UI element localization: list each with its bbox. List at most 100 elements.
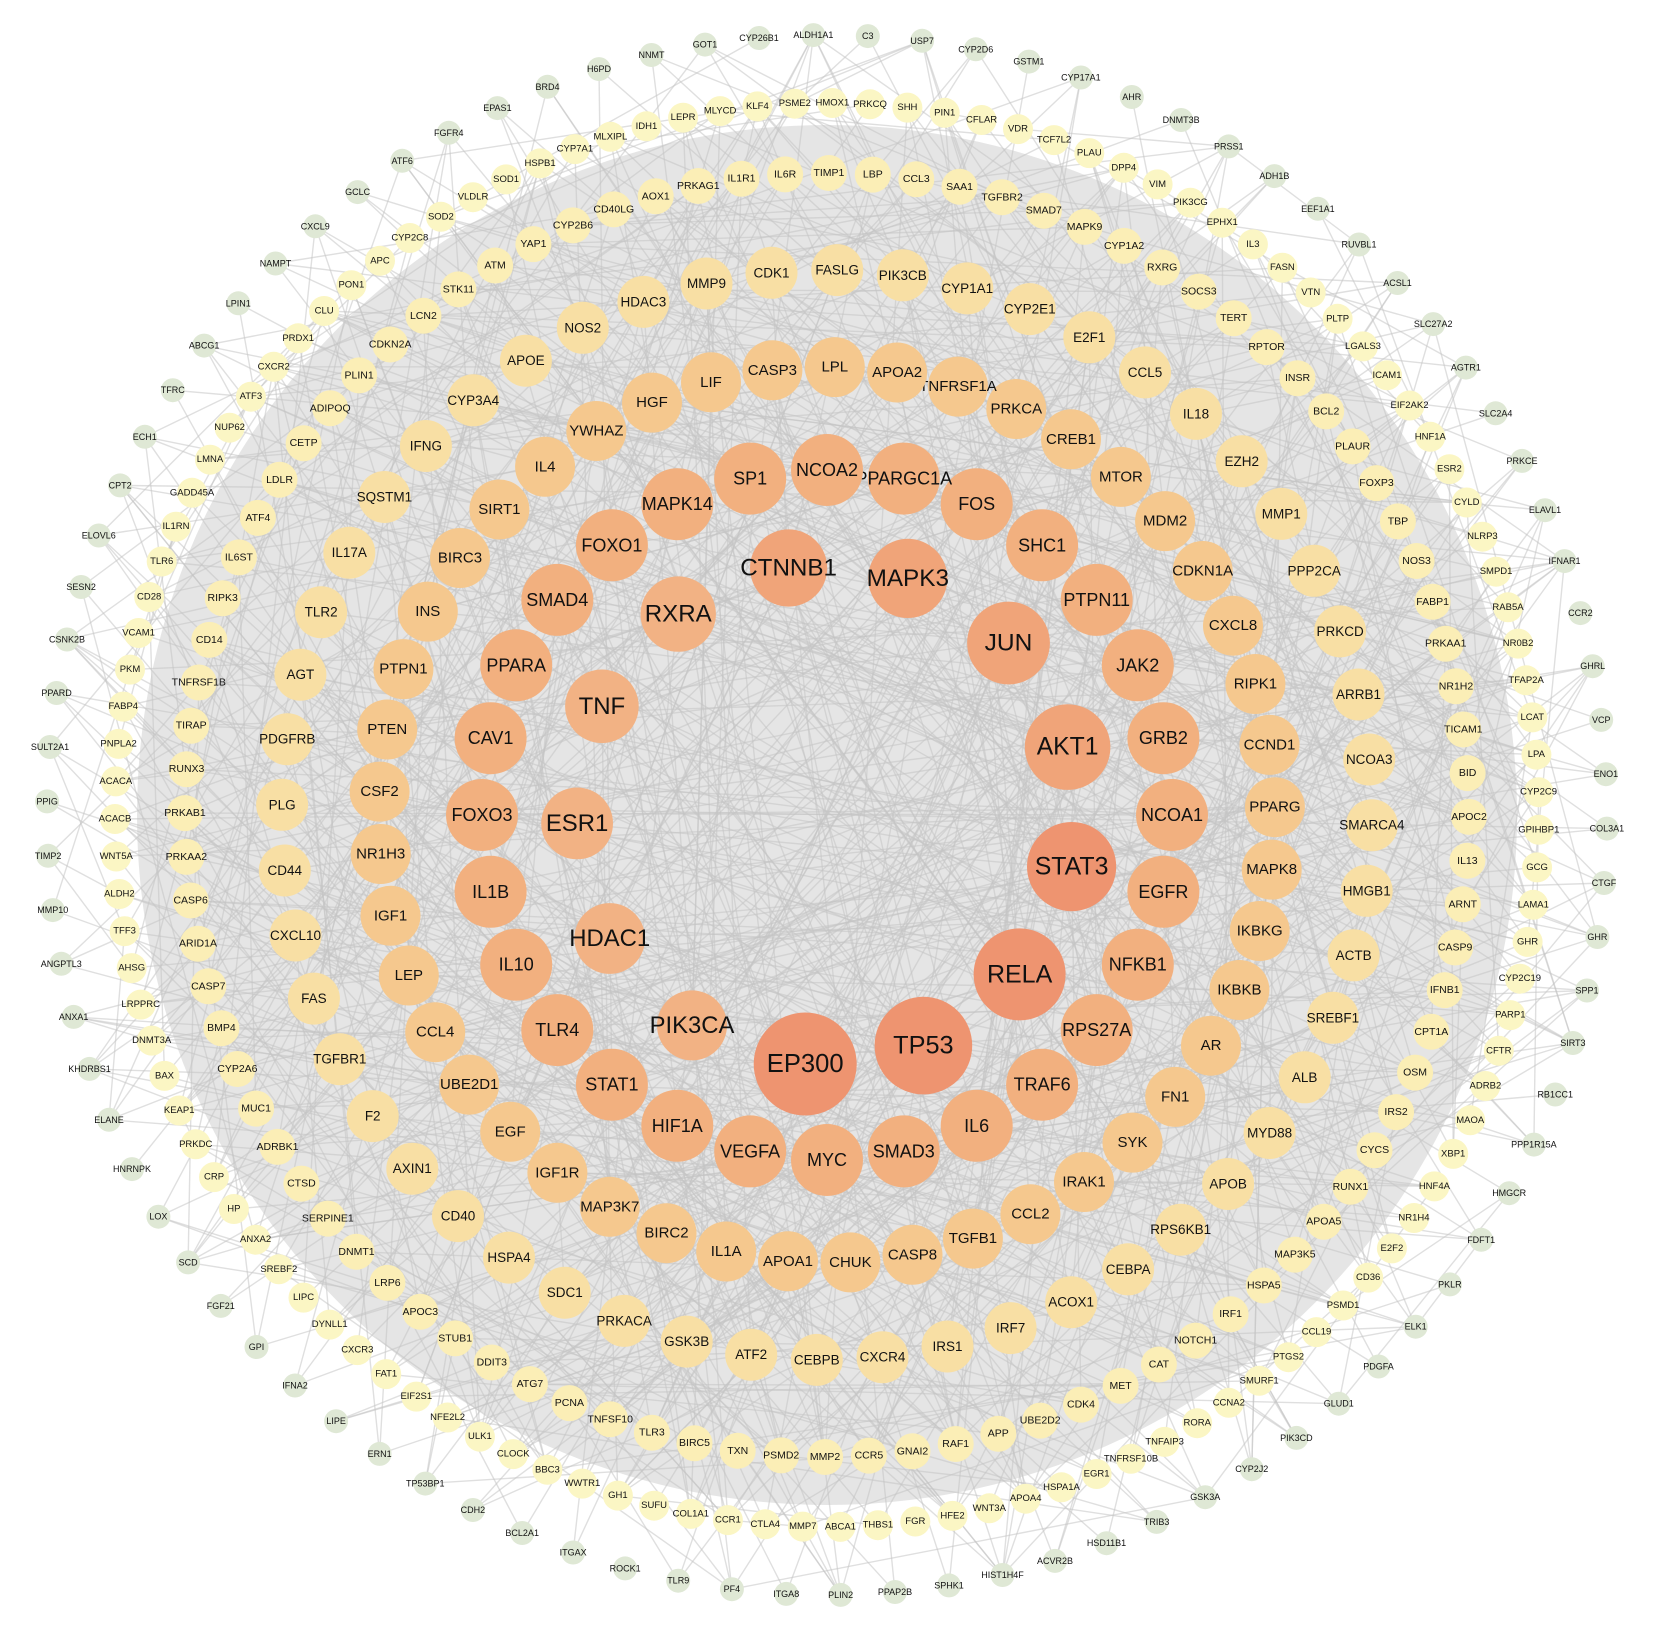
node-circle[interactable] <box>386 1142 439 1195</box>
node-circle[interactable] <box>261 713 314 766</box>
node-circle[interactable] <box>1481 556 1512 587</box>
node-circle[interactable] <box>115 654 145 685</box>
node-vcp[interactable]: VCP <box>1589 707 1614 732</box>
node-apoc2[interactable]: APOC2 <box>1451 798 1487 835</box>
node-circle[interactable] <box>1521 1132 1546 1157</box>
node-ppara[interactable]: PPARA <box>480 629 553 702</box>
node-circle[interactable] <box>940 468 1013 541</box>
node-atf3[interactable]: ATF3 <box>235 381 266 412</box>
node-nr0b2[interactable]: NR0B2 <box>1503 628 1534 659</box>
node-circle[interactable] <box>639 1490 670 1521</box>
node-alb[interactable]: ALB <box>1278 1051 1331 1104</box>
node-klf4[interactable]: KLF4 <box>742 91 773 122</box>
node-circle[interactable] <box>1552 549 1577 574</box>
node-irf7[interactable]: IRF7 <box>984 1302 1037 1355</box>
node-circle[interactable] <box>167 795 203 832</box>
node-bbc3[interactable]: BBC3 <box>532 1454 563 1485</box>
node-circle[interactable] <box>177 477 208 508</box>
node-pkm[interactable]: PKM <box>115 654 145 685</box>
node-ticam1[interactable]: TICAM1 <box>1444 711 1483 748</box>
node-circle[interactable] <box>1140 1346 1177 1383</box>
node-circle[interactable] <box>565 669 639 744</box>
node-irak1[interactable]: IRAK1 <box>1054 1152 1114 1212</box>
node-circle[interactable] <box>1177 1322 1214 1359</box>
node-cyp2d6[interactable]: CYP2D6 <box>958 37 993 62</box>
node-ifna2[interactable]: IFNA2 <box>282 1373 308 1398</box>
node-circle[interactable] <box>774 1581 799 1606</box>
node-ptpn1[interactable]: PTPN1 <box>373 639 434 700</box>
node-pik3cg[interactable]: PIK3CG <box>1173 187 1208 218</box>
node-acacb[interactable]: ACACB <box>99 804 132 834</box>
node-circle[interactable] <box>1419 1171 1450 1202</box>
node-circle[interactable] <box>1445 711 1482 748</box>
node-gcg[interactable]: GCG <box>1522 852 1553 883</box>
node-circle[interactable] <box>1127 855 1200 928</box>
node-circle[interactable] <box>791 1124 863 1196</box>
node-circle[interactable] <box>1003 114 1033 145</box>
node-elovl6[interactable]: ELOVL6 <box>82 523 116 548</box>
node-cftr[interactable]: CFTR <box>1483 1035 1514 1066</box>
node-thbs1[interactable]: THBS1 <box>863 1510 894 1541</box>
node-ywhaz[interactable]: YWHAZ <box>566 401 627 461</box>
node-circle[interactable] <box>1144 249 1181 286</box>
node-circle[interactable] <box>146 1204 171 1229</box>
node-eif2s1[interactable]: EIF2S1 <box>400 1381 432 1412</box>
node-tgfbr1[interactable]: TGFBR1 <box>313 1033 366 1086</box>
node-circle[interactable] <box>1225 654 1286 714</box>
node-mmp2[interactable]: MMP2 <box>807 1439 844 1475</box>
node-ahsg[interactable]: AHSG <box>116 953 147 984</box>
node-circle[interactable] <box>636 1203 697 1264</box>
node-circle[interactable] <box>1543 1082 1568 1107</box>
node-abcg1[interactable]: ABCG1 <box>189 333 220 358</box>
node-nlrp3[interactable]: NLRP3 <box>1467 521 1498 552</box>
node-circle[interactable] <box>511 1366 548 1403</box>
node-circle[interactable] <box>592 1401 629 1438</box>
node-maoa[interactable]: MAOA <box>1455 1105 1486 1136</box>
node-hnf1a[interactable]: HNF1A <box>1415 421 1447 452</box>
node-notch1[interactable]: NOTCH1 <box>1174 1322 1217 1359</box>
node-circle[interactable] <box>525 148 556 179</box>
node-circle[interactable] <box>1358 465 1395 502</box>
node-circle[interactable] <box>437 1320 474 1357</box>
node-smad4[interactable]: SMAD4 <box>521 563 594 636</box>
node-parp1[interactable]: PARP1 <box>1495 1000 1526 1031</box>
node-tirap[interactable]: TIRAP <box>173 707 210 744</box>
node-circle[interactable] <box>973 928 1066 1021</box>
node-cyp2b6[interactable]: CYP2B6 <box>553 207 593 244</box>
node-eef1a1[interactable]: EEF1A1 <box>1301 196 1335 221</box>
node-cetp[interactable]: CETP <box>285 425 322 462</box>
node-foxp3[interactable]: FOXP3 <box>1358 465 1395 502</box>
node-circle[interactable] <box>203 1010 240 1047</box>
node-circle[interactable] <box>974 1493 1005 1524</box>
node-circle[interactable] <box>742 340 803 401</box>
node-cd36[interactable]: CD36 <box>1353 1262 1384 1293</box>
node-circle[interactable] <box>1328 1290 1359 1321</box>
node-circle[interactable] <box>676 1425 713 1462</box>
node-circle[interactable] <box>378 945 439 1006</box>
node-timp1[interactable]: TIMP1 <box>810 155 847 191</box>
node-plin2[interactable]: PLIN2 <box>828 1582 853 1607</box>
node-circle[interactable] <box>1102 1112 1163 1173</box>
node-circle[interactable] <box>894 1433 931 1470</box>
node-arrb1[interactable]: ARRB1 <box>1332 668 1385 721</box>
node-cebpa[interactable]: CEBPA <box>1102 1243 1155 1296</box>
node-circle[interactable] <box>811 244 864 297</box>
node-circle[interactable] <box>1245 1267 1282 1304</box>
node-cyp3a4[interactable]: CYP3A4 <box>447 374 500 427</box>
node-circle[interactable] <box>104 879 135 909</box>
node-prkcd[interactable]: PRKCD <box>1314 605 1367 658</box>
node-dnmt1[interactable]: DNMT1 <box>338 1233 375 1270</box>
node-jun[interactable]: JUN <box>967 601 1050 685</box>
node-fgf21[interactable]: FGF21 <box>207 1293 235 1318</box>
node-circle[interactable] <box>1437 1272 1462 1297</box>
node-circle[interactable] <box>807 1439 844 1475</box>
node-apob[interactable]: APOB <box>1202 1158 1255 1210</box>
node-circle[interactable] <box>1510 448 1534 473</box>
node-atf6[interactable]: ATF6 <box>390 148 415 173</box>
node-lpl[interactable]: LPL <box>804 337 865 398</box>
node-wnt5a[interactable]: WNT5A <box>100 841 134 872</box>
node-lrpprc[interactable]: LRPPRC <box>121 989 160 1020</box>
node-circle[interactable] <box>1145 1066 1206 1127</box>
node-circle[interactable] <box>1202 1158 1255 1210</box>
node-circle[interactable] <box>1503 628 1534 659</box>
